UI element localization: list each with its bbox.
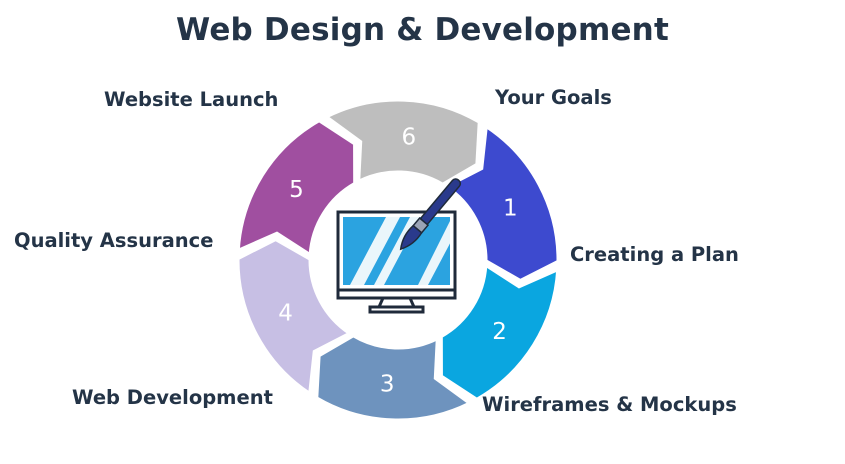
stage-label-wireframes-mockups: Wireframes & Mockups bbox=[482, 393, 737, 416]
step-number-6: 6 bbox=[401, 124, 416, 150]
cycle-segment-creating-a-plan bbox=[439, 262, 560, 402]
stage-label-web-development: Web Development bbox=[72, 386, 273, 409]
step-number-5: 5 bbox=[289, 177, 304, 203]
diagram-title: Web Design & Development bbox=[176, 12, 669, 48]
stage-label-creating-a-plan: Creating a Plan bbox=[570, 243, 739, 266]
step-number-4: 4 bbox=[278, 300, 293, 326]
stage-label-your-goals: Your Goals bbox=[495, 86, 612, 109]
step-number-2: 2 bbox=[492, 319, 507, 345]
stage-label-quality-assurance: Quality Assurance bbox=[14, 229, 214, 252]
step-number-3: 3 bbox=[380, 372, 395, 398]
step-number-1: 1 bbox=[503, 196, 518, 222]
cycle-segment-quality-assurance bbox=[236, 118, 357, 258]
stage-label-website-launch: Website Launch bbox=[104, 88, 279, 111]
computer-monitor-paintbrush-icon bbox=[336, 178, 462, 314]
